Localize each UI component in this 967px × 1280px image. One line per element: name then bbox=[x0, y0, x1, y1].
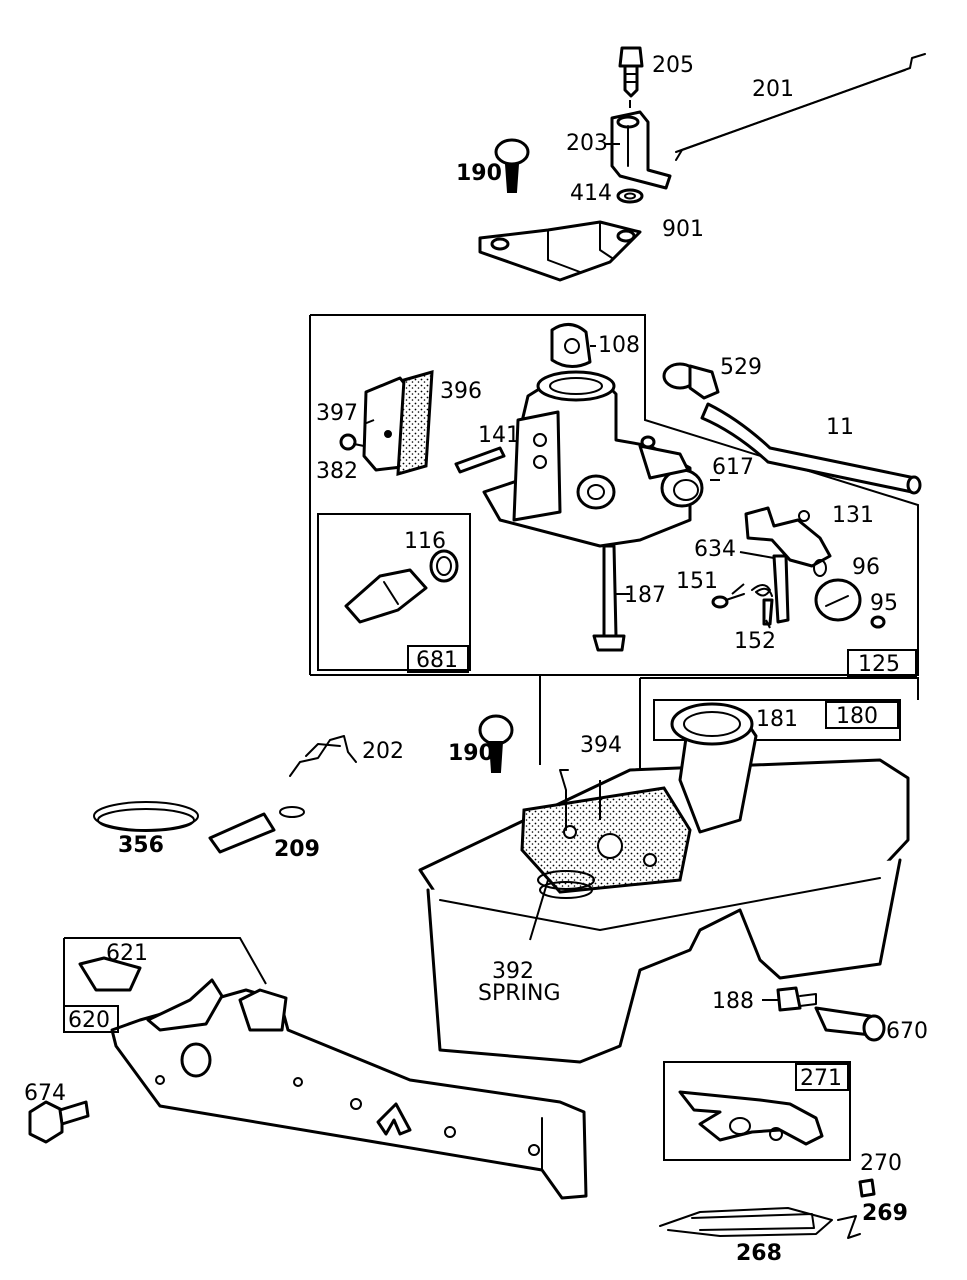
filler-neck-181 bbox=[670, 702, 758, 834]
label-396: 396 bbox=[440, 379, 482, 404]
label-268: 268 bbox=[736, 1241, 782, 1266]
label-205: 205 bbox=[652, 53, 694, 78]
bracket-901 bbox=[478, 220, 642, 282]
clip-269 bbox=[837, 1215, 861, 1239]
label-151: 151 bbox=[676, 569, 718, 594]
spring-209 bbox=[208, 806, 305, 854]
link-202 bbox=[289, 735, 357, 777]
label-670: 670 bbox=[886, 1019, 928, 1044]
spring-392 bbox=[537, 870, 595, 899]
label-901: 901 bbox=[662, 217, 704, 242]
gasket-396 bbox=[396, 369, 434, 477]
control-bracket bbox=[110, 978, 588, 1200]
leader-lines bbox=[363, 100, 778, 1001]
assembly-box-125: 125 bbox=[847, 649, 917, 677]
ring-268 bbox=[659, 1207, 833, 1237]
governor-link-201 bbox=[675, 53, 926, 161]
svg-text:271: 271 bbox=[800, 1066, 842, 1091]
lever-271 bbox=[678, 1090, 824, 1146]
screw-190-middle bbox=[478, 714, 514, 773]
screw-190-top bbox=[494, 138, 530, 193]
washer-414 bbox=[616, 188, 644, 204]
throttle-lever-131 bbox=[744, 506, 832, 577]
carburetor-assembly-frame bbox=[310, 314, 919, 765]
label-270: 270 bbox=[860, 1151, 902, 1176]
assembly-box-271: 271 bbox=[795, 1063, 849, 1091]
ring-356 bbox=[93, 801, 199, 832]
assembly-box-620: 620 bbox=[63, 1005, 119, 1033]
svg-text:681: 681 bbox=[416, 648, 458, 673]
label-181: 181 bbox=[756, 707, 798, 732]
fuel-pipe-11 bbox=[700, 402, 922, 495]
label-187: 187 bbox=[624, 583, 666, 608]
label-634: 634 bbox=[694, 537, 736, 562]
pin-141 bbox=[454, 446, 506, 474]
label-141: 141 bbox=[478, 423, 520, 448]
screw-151 bbox=[711, 593, 745, 609]
label-188: 188 bbox=[712, 989, 754, 1014]
box-180-frame bbox=[653, 699, 901, 741]
tube-670 bbox=[814, 1006, 886, 1042]
label-190-top: 190 bbox=[456, 161, 502, 186]
screw-382 bbox=[339, 433, 365, 451]
bolt-205 bbox=[618, 46, 644, 98]
label-674: 674 bbox=[24, 1081, 66, 1106]
label-392: 392 bbox=[492, 959, 534, 984]
fitting-188 bbox=[776, 986, 817, 1012]
carburetor-body bbox=[482, 370, 704, 548]
clip-621 bbox=[78, 956, 142, 992]
gasket-394 bbox=[520, 786, 692, 894]
label-116: 116 bbox=[404, 529, 446, 554]
bracket-203 bbox=[610, 110, 672, 190]
screw-95 bbox=[870, 615, 886, 629]
spring-152 bbox=[751, 584, 774, 626]
label-95: 95 bbox=[870, 591, 898, 616]
label-131: 131 bbox=[832, 503, 874, 528]
label-394: 394 bbox=[580, 733, 622, 758]
label-621: 621 bbox=[106, 941, 148, 966]
label-529: 529 bbox=[720, 355, 762, 380]
svg-text:620: 620 bbox=[68, 1008, 110, 1033]
label-203: 203 bbox=[566, 131, 608, 156]
label-96: 96 bbox=[852, 555, 880, 580]
label-617: 617 bbox=[712, 455, 754, 480]
label-397: 397 bbox=[316, 401, 358, 426]
spring-634 bbox=[772, 554, 790, 624]
assembly-box-681: 681 bbox=[407, 645, 469, 673]
label-382: 382 bbox=[316, 459, 358, 484]
label-190-middle: 190 bbox=[448, 741, 494, 766]
sub-box-681-frame bbox=[317, 513, 471, 671]
throttle-valve-108 bbox=[550, 323, 592, 368]
svg-text:125: 125 bbox=[858, 652, 900, 677]
label-202: 202 bbox=[362, 739, 404, 764]
nut-270 bbox=[858, 1178, 876, 1198]
label-spring: SPRING bbox=[478, 981, 561, 1006]
assembly-box-180: 180 bbox=[825, 701, 899, 729]
label-356: 356 bbox=[118, 833, 164, 858]
disc-96 bbox=[814, 578, 862, 622]
label-108: 108 bbox=[598, 333, 640, 358]
label-152: 152 bbox=[734, 629, 776, 654]
fitting-529 bbox=[662, 362, 720, 400]
bolt-674 bbox=[28, 1100, 90, 1144]
label-11: 11 bbox=[826, 415, 854, 440]
svg-text:180: 180 bbox=[836, 704, 878, 729]
box-271-frame bbox=[663, 1061, 851, 1161]
label-414: 414 bbox=[570, 181, 612, 206]
label-269: 269 bbox=[862, 1201, 908, 1226]
label-201: 201 bbox=[752, 77, 794, 102]
label-209: 209 bbox=[274, 837, 320, 862]
needle-valve-116 bbox=[344, 549, 459, 624]
screw-187 bbox=[592, 544, 626, 652]
